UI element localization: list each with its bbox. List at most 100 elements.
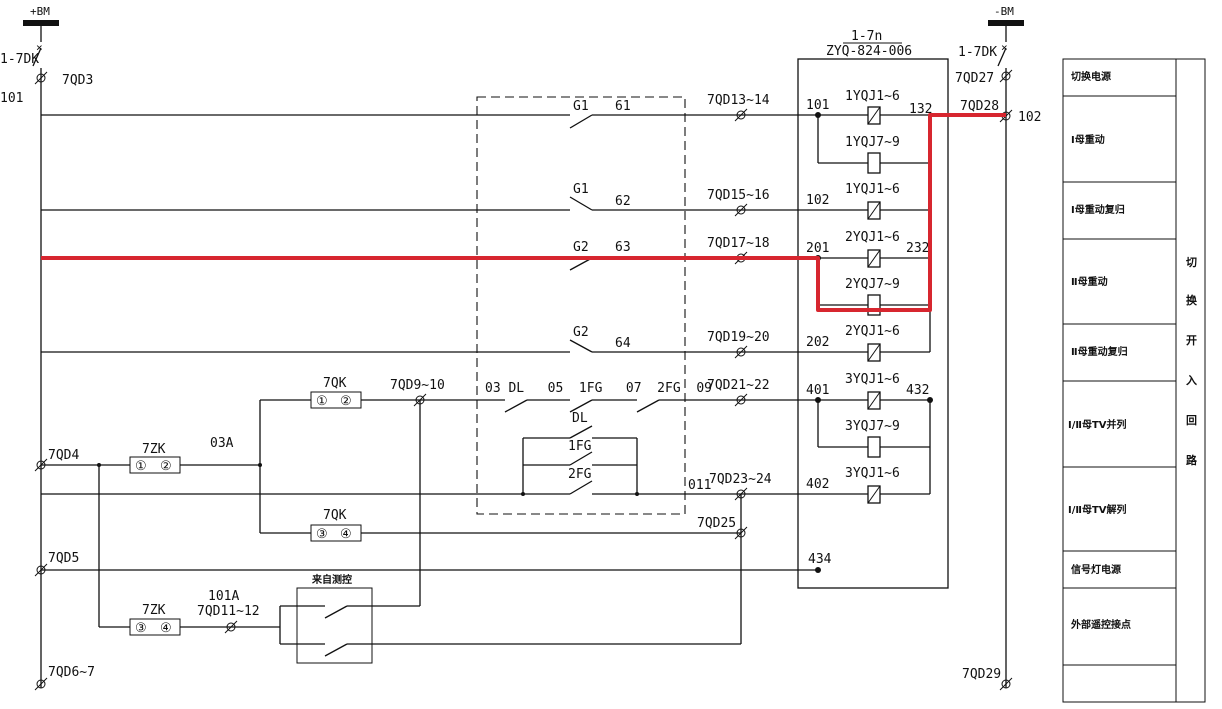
7qk-top-label: 7QK [323, 376, 347, 391]
label-7qd29: 7QD29 [962, 667, 1001, 682]
relay-5-label: 2YQJ7~9 [845, 277, 900, 292]
relay-6-label: 2YQJ1~6 [845, 324, 900, 339]
device-ref: 1-7n [851, 29, 882, 44]
auxiliary-contact-box [476, 96, 686, 515]
relay-9-label: 3YQJ1~6 [845, 466, 900, 481]
node-61: 61 [615, 99, 631, 114]
terminal [736, 347, 746, 357]
node-011: 011 [688, 478, 711, 493]
relay-slash [867, 485, 881, 504]
negative-bus-bar [988, 20, 1024, 26]
junction [635, 492, 639, 496]
legend-row-4: Ⅱ母重动 [1071, 275, 1108, 288]
label-7qd28: 7QD28 [960, 99, 999, 114]
relay-1-right-node: 132 [909, 102, 932, 117]
node-434: 434 [808, 552, 832, 567]
7zk-bottom-label: 7ZK [142, 603, 166, 618]
node-64: 64 [615, 336, 631, 351]
g2-contact-b [569, 339, 593, 353]
legend-row-2: Ⅰ母重动 [1071, 133, 1105, 146]
junction [521, 492, 525, 496]
label-7qd17-18: 7QD17~18 [707, 236, 770, 251]
negative-bus-label: -BM [994, 5, 1014, 18]
7zk-top-label: 7ZK [142, 442, 166, 457]
relay-slash [867, 343, 881, 362]
label-7qd13-14: 7QD13~14 [707, 93, 770, 108]
legend-side-title-5: 回 [1186, 413, 1197, 427]
relay-1-left-node: 101 [806, 98, 829, 113]
7qk-top-pin2: ② [340, 394, 352, 409]
g2-label-a: G2 [573, 240, 589, 255]
tv-parallel-network: ① ② 7ZK 03A ① ② 7QK 7QD9~10 03 DL 05 1FG… [41, 376, 818, 644]
relay-2-label: 1YQJ7~9 [845, 135, 900, 150]
highlighted-current-path [41, 113, 1006, 312]
terminal-7qd29 [1001, 679, 1011, 689]
terminal-slash [999, 69, 1013, 83]
legend-row-1: 切换电源 [1071, 70, 1111, 83]
relay-6-left-node: 202 [806, 335, 829, 350]
junction [927, 397, 933, 403]
legend-side-title-6: 路 [1186, 453, 1198, 467]
relay-4-left-node: 201 [806, 241, 829, 256]
g1-contact-a [569, 114, 593, 129]
terminal-slash [34, 71, 48, 85]
2fg-contact [636, 399, 660, 413]
row-2yqj-1: G2 63 7QD17~18 [41, 236, 818, 271]
remote-contact-top [324, 605, 348, 619]
7qk-bottom-pin1: ③ [316, 527, 328, 542]
legend-row-7: Ⅰ/Ⅱ母TV解列 [1068, 503, 1127, 516]
right-breaker-blade [997, 47, 1007, 67]
terminal-slash [734, 108, 748, 122]
row-1yqj-2: G1 62 7QD15~16 [41, 182, 818, 217]
label-7qd5: 7QD5 [48, 551, 79, 566]
2fg-label: 2FG [568, 467, 592, 482]
remote-contact-bottom [324, 643, 348, 657]
relay-4-right-node: 232 [906, 241, 929, 256]
junction [97, 463, 101, 467]
legend-side-title-1: 切 [1186, 256, 1197, 269]
label-7qd23-24: 7QD23~24 [709, 472, 772, 487]
label-7qd21-22: 7QD21~22 [707, 378, 770, 393]
label-7qd4: 7QD4 [48, 448, 79, 463]
label-7qd6-7: 7QD6~7 [48, 665, 95, 680]
legend-row-9: 外部遥控接点 [1070, 618, 1131, 631]
remote-control-box [296, 587, 373, 664]
node-62: 62 [615, 194, 631, 209]
remote-control-label: 来自测控 [311, 573, 352, 586]
relay-group: 101 132 1YQJ1~6 1YQJ7~9 102 1YQJ1~6 201 … [806, 89, 1006, 504]
device-box [797, 58, 949, 589]
label-7qd27: 7QD27 [955, 71, 994, 86]
terminal [736, 395, 746, 405]
legend-row-3: Ⅰ母重动复归 [1071, 203, 1125, 216]
right-node-label: 102 [1018, 110, 1041, 125]
legend-row-6: Ⅰ/Ⅱ母TV并列 [1068, 418, 1127, 431]
right-breaker-label: 1-7DK [958, 45, 997, 60]
terminal-slash [734, 393, 748, 407]
terminal [226, 622, 236, 632]
label-7qd3: 7QD3 [62, 73, 93, 88]
relay-3yqj7-9 [867, 436, 881, 458]
terminal-slash [999, 677, 1013, 691]
terminal [736, 205, 746, 215]
7qk-bottom-label: 7QK [323, 508, 347, 523]
terminal-slash [734, 345, 748, 359]
legend-row-5: Ⅱ母重动复归 [1071, 345, 1128, 358]
left-breaker-blade [32, 47, 42, 67]
7zk-top-pin2: ② [160, 459, 172, 474]
relay-slash [867, 201, 881, 220]
relay-9-left-node: 402 [806, 477, 829, 492]
1fg-contact [569, 399, 593, 413]
relay-8-label: 3YQJ7~9 [845, 419, 900, 434]
relay-slash [867, 106, 881, 125]
node-101a: 101A [208, 589, 239, 604]
relay-1yqj7-9 [867, 152, 881, 174]
g1-contact-b [569, 196, 593, 211]
7zk-top-pin1: ① [135, 459, 147, 474]
dl-parallel-contact [569, 425, 593, 439]
left-node-label: 101 [0, 91, 23, 106]
label-7qd9-10: 7QD9~10 [390, 378, 445, 393]
row-2yqj-2: G2 64 7QD19~20 [41, 325, 818, 359]
legend-side-title-4: 入 [1186, 374, 1197, 387]
terminal-slash [34, 677, 48, 691]
